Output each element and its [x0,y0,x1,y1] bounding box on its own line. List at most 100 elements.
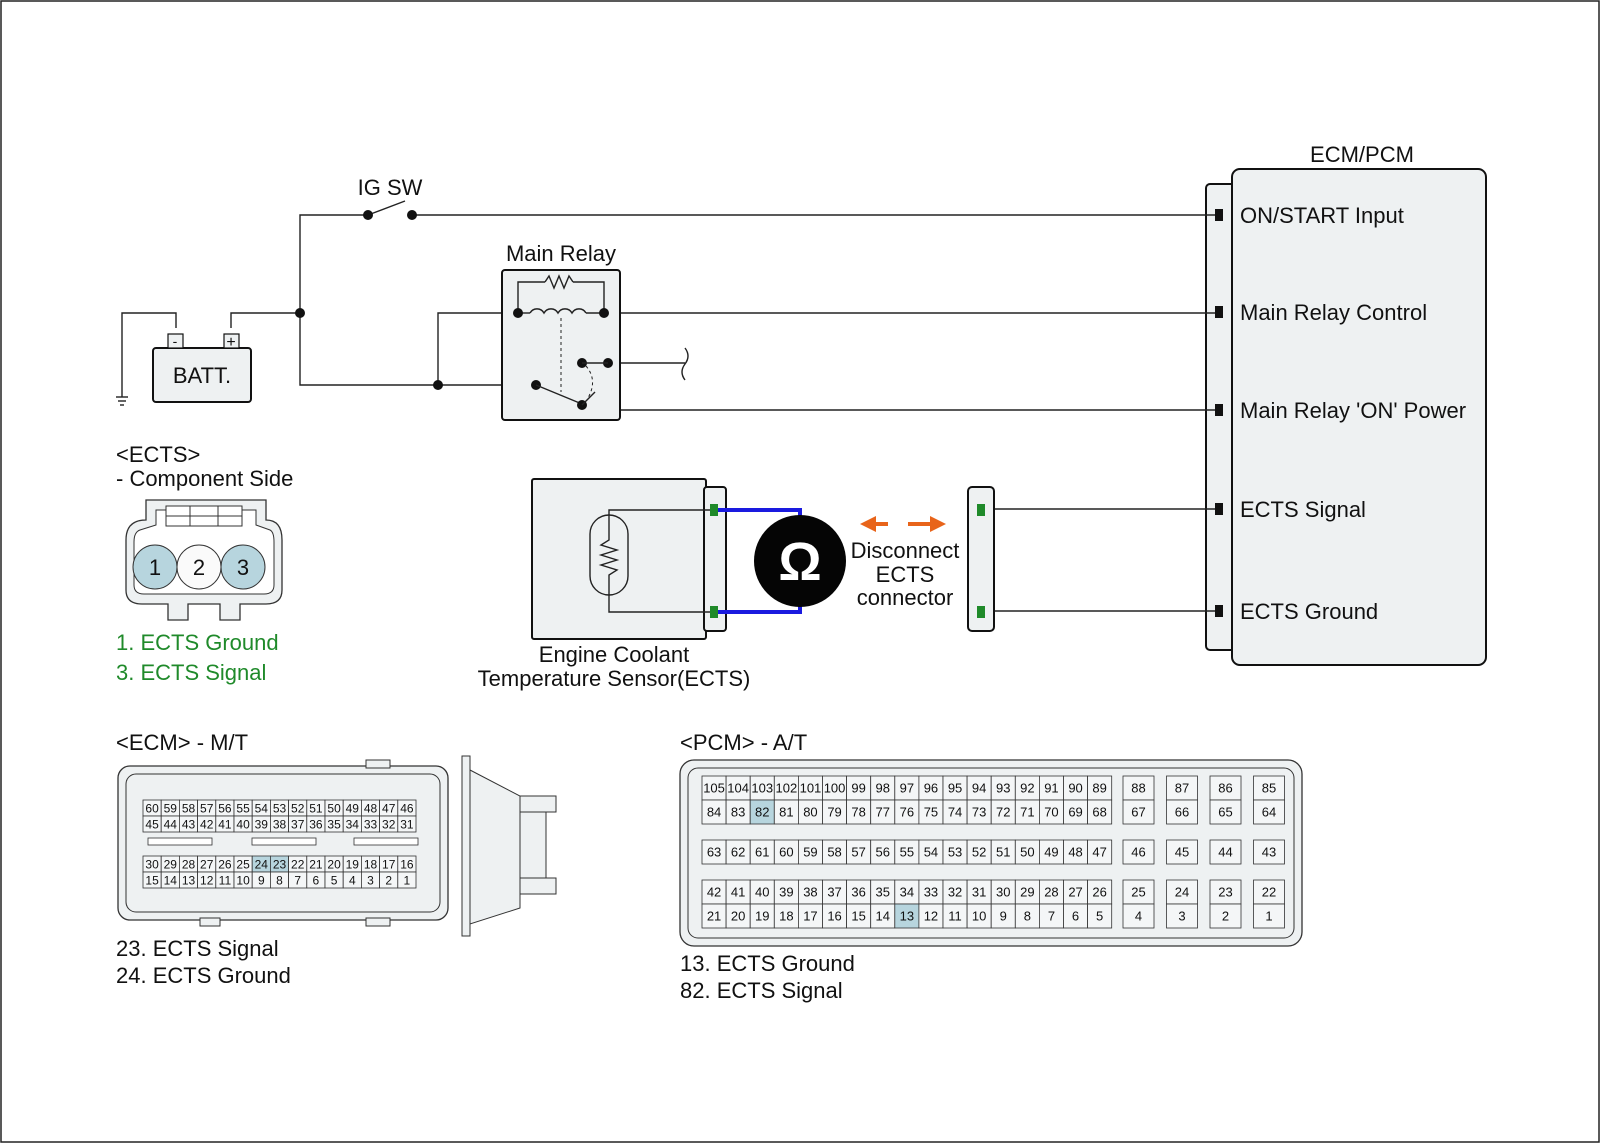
pin-label: 55 [236,801,250,815]
pin-label: 60 [779,845,793,860]
pin-label: 51 [996,845,1010,860]
pin-label: 9 [1000,909,1007,924]
pin-cell [1209,903,1242,929]
pin-label: 13 [900,909,914,924]
pin-label: 60 [145,801,159,815]
pin-label: 41 [218,817,232,831]
pin-label: 29 [164,857,178,871]
main-relay-label: Main Relay [506,241,616,266]
ects-pin-3: 3 [237,555,249,580]
pin-label: 86 [1218,781,1232,796]
pin-label: 28 [182,857,196,871]
pin-label: 23 [1218,885,1232,900]
pin-label: 42 [707,885,721,900]
pin-label: 40 [236,817,250,831]
pin-cell [966,879,992,905]
pin-label: 14 [876,909,890,924]
pin-cell [918,903,944,929]
pin-label: 16 [400,857,414,871]
pin-label: 27 [1068,885,1082,900]
pin-cell [942,839,968,865]
pin-label: 10 [236,873,250,887]
pin-label: 93 [996,781,1010,796]
pin-label: 56 [218,801,232,815]
pin-label: 96 [924,781,938,796]
pin-label: 45 [1175,845,1189,860]
thermistor-icon [589,509,714,613]
pin-cell [1209,839,1242,865]
pin-cell [918,799,944,825]
pin-cell [870,903,896,929]
pin-label: 35 [327,817,341,831]
ects-connector-title: <ECTS> [116,442,200,467]
pin-label: 75 [924,805,938,820]
pin-label: 55 [900,845,914,860]
pin-cell [1253,799,1285,825]
pin-label: 58 [182,801,196,815]
pin-cell [990,879,1016,905]
pin-label: 70 [1044,805,1058,820]
pin-label: 18 [364,857,378,871]
pin-cell [990,903,1016,929]
pin-label: 56 [876,845,890,860]
pin-label: 33 [924,885,938,900]
ecm-pcm-box [1231,168,1487,666]
pin-label: 54 [924,845,938,860]
pin-label: 6 [313,873,320,887]
pin-cell [1122,879,1155,905]
pin-label: 78 [851,805,865,820]
pin-cell [1063,879,1089,905]
pin-label: 15 [851,909,865,924]
pin-label: 23 [273,857,287,871]
pin-label: 51 [309,801,323,815]
ground-icon [116,396,128,406]
pin-label: 33 [364,817,378,831]
pin-cell [942,799,968,825]
pin-label: 53 [948,845,962,860]
pin-label: 45 [145,817,159,831]
battery-neg-sign: - [173,333,178,349]
terminal-main-relay-on-power: Main Relay 'ON' Power [1240,398,1466,423]
pin-cell [701,839,727,865]
pin-label: 61 [755,845,769,860]
pin-label: 2 [385,873,392,887]
pin-label: 5 [331,873,338,887]
pin-label: 17 [382,857,396,871]
pin-cell [1166,879,1198,905]
pin-label: 4 [1135,909,1142,924]
pin-label: 42 [200,817,214,831]
pin-label: 6 [1072,909,1079,924]
pin-label: 59 [803,845,817,860]
pin-label: 32 [382,817,396,831]
pin-label: 29 [1020,885,1034,900]
pin-cell [822,839,848,865]
pin-label: 47 [1092,845,1106,860]
pin-label: 24 [255,857,269,871]
pin-cell [942,903,968,929]
pin-label: 18 [779,909,793,924]
pin-cell [397,871,417,889]
pin-label: 8 [1024,909,1031,924]
terminal-ects-ground: ECTS Ground [1240,599,1378,624]
ects-pin-top [710,504,718,516]
pin-label: 31 [972,885,986,900]
pin-label: 15 [145,873,159,887]
pin-label: 31 [400,817,414,831]
pin-cell [1253,775,1285,801]
pin-label: 76 [900,805,914,820]
pin-cell [1063,903,1089,929]
sensor-name-line1: Engine Coolant [539,642,689,667]
pin-label: 34 [900,885,914,900]
pin-cell [798,879,823,905]
pin-cell [1253,879,1285,905]
pin-label: 53 [273,801,287,815]
pin-label: 95 [948,781,962,796]
ects-sensor-box [531,478,707,640]
pin-label: 19 [755,909,769,924]
ig-sw-label: IG SW [358,175,423,200]
battery-label: BATT. [173,363,231,388]
pin-label: 74 [948,805,962,820]
terminal-main-relay-control: Main Relay Control [1240,300,1427,325]
ecm-pcm-title: ECM/PCM [1310,142,1414,167]
pin-cell [1122,903,1155,929]
